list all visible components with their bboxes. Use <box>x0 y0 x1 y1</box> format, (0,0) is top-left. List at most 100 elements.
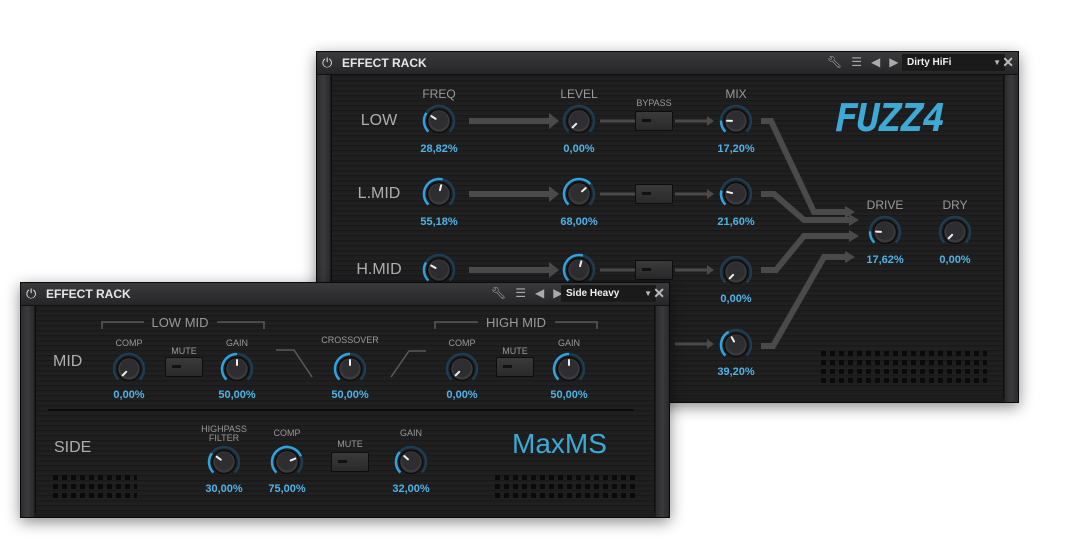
next-preset-icon[interactable]: ▶ <box>553 286 563 300</box>
wrench-icon[interactable]: 🔧︎ <box>491 286 507 300</box>
arrow-row <box>469 186 559 202</box>
preset-name: Side Heavy <box>566 288 620 299</box>
level-header: LEVEL <box>560 87 598 101</box>
freq-header: FREQ <box>422 87 456 101</box>
high-mix-knob[interactable] <box>718 327 754 363</box>
low-freq-knob[interactable] <box>421 103 457 139</box>
knob-value-arc <box>562 253 584 282</box>
speaker-grille <box>821 347 987 383</box>
low-mix-knob[interactable] <box>718 103 754 139</box>
hm-gain-value: 50,00% <box>550 389 588 401</box>
side-mute-label: MUTE <box>337 439 363 449</box>
menu-icon[interactable]: ☰ <box>515 286 526 300</box>
title-bar: ⏻ EFFECT RACK 🔧︎ ☰ ◀ ▶ Dirty HiFi ▼ ✕ <box>317 52 1018 75</box>
side-gain-knob[interactable] <box>393 444 429 480</box>
lm-mute-label: MUTE <box>171 346 197 356</box>
row-label-lmid: L.MID <box>357 185 401 202</box>
maxms-logo: MaxMS <box>512 428 607 459</box>
hmid-mix-knob[interactable] <box>718 254 754 290</box>
preset-select[interactable]: Dirty HiFi ▼ <box>902 54 1005 71</box>
hmid-mix-value: 0,00% <box>720 293 752 305</box>
knob-value-arc <box>207 452 215 474</box>
drive-knob[interactable] <box>867 214 903 250</box>
close-icon[interactable]: ✕ <box>653 285 665 301</box>
highpass-filter-knob[interactable] <box>206 444 242 480</box>
dry-knob[interactable] <box>937 214 973 250</box>
rail-left <box>21 306 34 517</box>
low-level-knob[interactable] <box>561 103 597 139</box>
low-freq-value: 28,82% <box>420 143 458 155</box>
next-preset-icon[interactable]: ▶ <box>889 55 899 69</box>
power-icon[interactable]: ⏻ <box>26 286 37 301</box>
hm-gain-knob[interactable] <box>551 351 587 387</box>
knob-value-arc <box>333 352 351 381</box>
hm-gain-label: GAIN <box>557 338 581 348</box>
lmid-freq-knob[interactable] <box>421 176 457 212</box>
lmid-level-knob[interactable] <box>561 176 597 212</box>
knob-pointer <box>726 190 734 195</box>
menu-icon[interactable]: ☰ <box>851 55 862 69</box>
power-icon[interactable]: ⏻ <box>322 55 333 70</box>
prev-preset-icon[interactable]: ◀ <box>535 286 545 300</box>
knob-value-arc <box>719 120 727 133</box>
knob-pointer <box>289 457 297 462</box>
preset-select[interactable]: Side Heavy ▼ <box>561 285 656 302</box>
close-icon[interactable]: ✕ <box>1002 54 1014 70</box>
arrow-row <box>469 113 559 129</box>
side-gain-label: GAIN <box>399 428 423 438</box>
hmid-freq-knob[interactable] <box>421 252 457 288</box>
wrench-icon[interactable]: 🔧︎ <box>827 55 843 69</box>
knob-pointer <box>730 336 736 343</box>
lm-comp-knob[interactable] <box>111 351 147 387</box>
highpass-label-line2: FILTER <box>208 433 240 443</box>
arrow-row <box>469 262 559 278</box>
low-mix-value: 17,20% <box>717 143 755 155</box>
lm-gain-label: GAIN <box>225 338 249 348</box>
low-mid-bracket <box>101 321 144 329</box>
window-title: EFFECT RACK <box>46 287 131 301</box>
highpass-label-line1: HIGHPASS <box>201 424 247 434</box>
side-comp-knob[interactable] <box>269 444 305 480</box>
knob-pointer <box>728 273 735 280</box>
knob-value-arc <box>719 190 727 206</box>
hm-mute-switch[interactable] <box>496 357 534 377</box>
drive-header: DRIVE <box>866 198 904 212</box>
lm-gain-knob[interactable] <box>219 351 255 387</box>
title-bar: ⏻ EFFECT RACK 🔧︎ ☰ ◀ ▶ Side Heavy ▼ ✕ <box>21 283 669 306</box>
hm-comp-label: COMP <box>448 338 476 348</box>
decor-lines <box>48 321 634 411</box>
row-label-mid: MID <box>53 353 83 370</box>
dry-value: 0,00% <box>939 254 971 266</box>
crossover-label: CROSSOVER <box>321 335 379 345</box>
knob-value-arc <box>422 112 430 133</box>
crossover-knob[interactable] <box>332 351 368 387</box>
knob-value-arc <box>270 445 303 474</box>
knob-pointer <box>403 455 409 461</box>
preset-name: Dirty HiFi <box>907 57 952 68</box>
lmid-bypass-switch[interactable] <box>635 184 673 204</box>
row-label-low: LOW <box>360 112 398 129</box>
lmid-level-value: 68,00% <box>560 216 598 228</box>
hmid-bypass-switch[interactable] <box>635 260 673 280</box>
knob-pointer <box>215 455 222 461</box>
knob-pointer <box>430 264 437 269</box>
hm-mute-label: MUTE <box>502 346 528 356</box>
maxms-window: ⏻ EFFECT RACK 🔧︎ ☰ ◀ ▶ Side Heavy ▼ ✕ LO… <box>20 282 670 518</box>
side-mute-switch[interactable] <box>331 452 369 472</box>
lm-comp-value: 0,00% <box>113 389 145 401</box>
fuzz4-logo: FUZZ4 <box>835 96 945 140</box>
hm-comp-knob[interactable] <box>444 351 480 387</box>
hmid-level-knob[interactable] <box>561 252 597 288</box>
lm-mute-switch[interactable] <box>165 357 203 377</box>
speaker-grille-left <box>53 475 137 498</box>
prev-preset-icon[interactable]: ◀ <box>871 55 881 69</box>
highpass-filter-value: 30,00% <box>205 483 243 495</box>
knob-value-arc <box>220 352 238 381</box>
low-bypass-switch[interactable] <box>635 111 673 131</box>
rail-right <box>1005 75 1018 402</box>
lmid-mix-knob[interactable] <box>718 176 754 212</box>
fuzz4-window: ⏻ EFFECT RACK 🔧︎ ☰ ◀ ▶ Dirty HiFi ▼ ✕ <box>316 51 1019 403</box>
side-gain-value: 32,00% <box>392 483 430 495</box>
high-mix-value: 39,20% <box>717 366 755 378</box>
